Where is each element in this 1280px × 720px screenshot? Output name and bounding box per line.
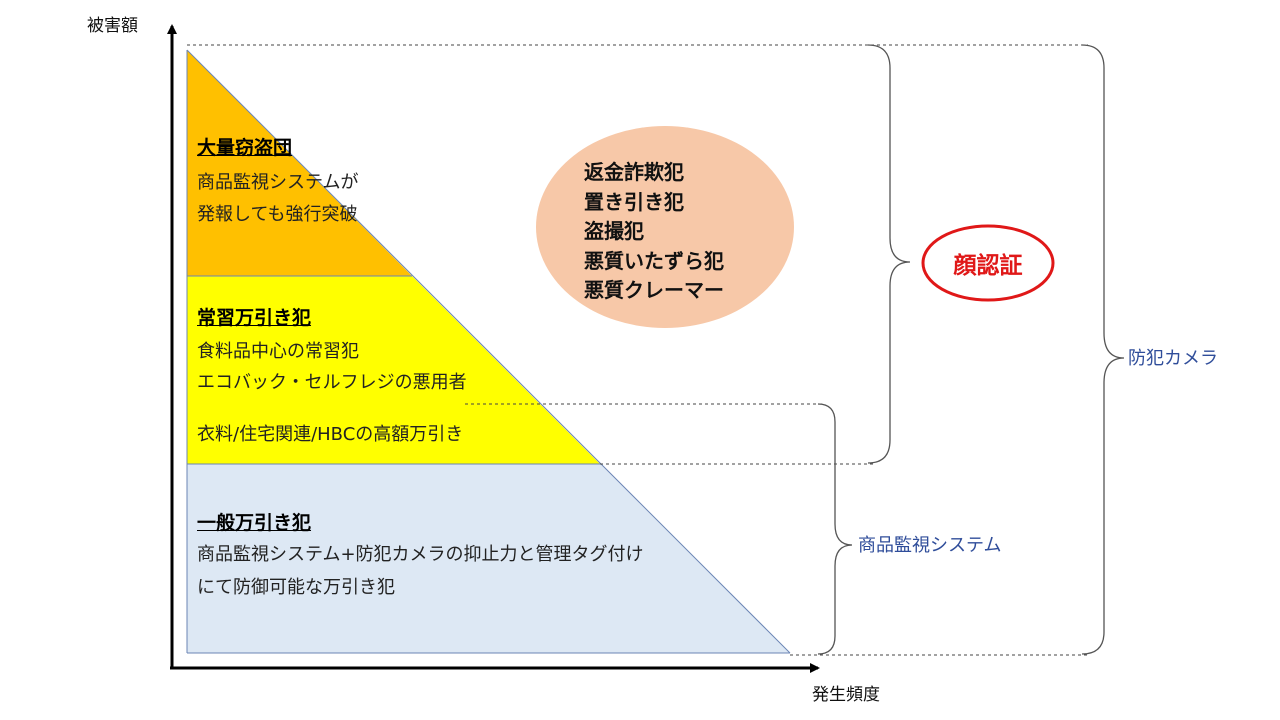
crime-list-item: 盗撮犯 (584, 219, 644, 243)
tier-desc-line: エコバック・セルフレジの悪用者 (197, 372, 467, 393)
face-recognition-ellipse (921, 224, 1055, 302)
tier-title-general-shoplifter: 一般万引き犯 (197, 512, 312, 534)
crime-list-item: 置き引き犯 (584, 189, 684, 214)
tier-desc-line: 商品監視システムが (197, 172, 359, 193)
tier-bottom-fill (187, 464, 790, 653)
tier-desc-line: 食料品中心の常習犯 (197, 341, 359, 362)
face-recognition-bracket (867, 44, 911, 464)
merchandise-system-label: 商品監視システム (858, 535, 1002, 556)
y-axis-label: 被害額 (87, 16, 138, 36)
crime-list-item: 悪質いたずら犯 (584, 248, 724, 273)
tier-desc-line: にて防御可能な万引き犯 (197, 577, 395, 598)
tier-title-habitual-shoplifter: 常習万引き犯 (197, 307, 312, 329)
crime-list: 返金詐欺犯 置き引き犯 盗撮犯 悪質いたずら犯 悪質クレーマー (584, 158, 724, 306)
tier-middle-fill (187, 276, 600, 464)
tier-desc-line: 発報しても強行突破 (197, 204, 358, 225)
x-axis-label: 発生頻度 (812, 685, 880, 705)
triangle-hypotenuse (186, 49, 791, 654)
crime-list-item: 悪質クレーマー (584, 278, 724, 302)
merchandise-system-bracket (817, 403, 853, 655)
crime-list-item: 返金詐欺犯 (584, 160, 684, 184)
tier-desc-line: 商品監視システム+防犯カメラの抑止力と管理タグ付け (197, 544, 644, 565)
tier-desc-line: 衣料/住宅関連/HBCの高額万引き (197, 424, 464, 445)
tier-title-organized-theft: 大量窃盗団 (197, 137, 293, 159)
security-camera-bracket (1081, 44, 1125, 655)
crime-bubble (536, 126, 794, 328)
face-recognition-label: 顔認証 (953, 253, 1023, 279)
security-camera-label: 防犯カメラ (1128, 348, 1218, 369)
